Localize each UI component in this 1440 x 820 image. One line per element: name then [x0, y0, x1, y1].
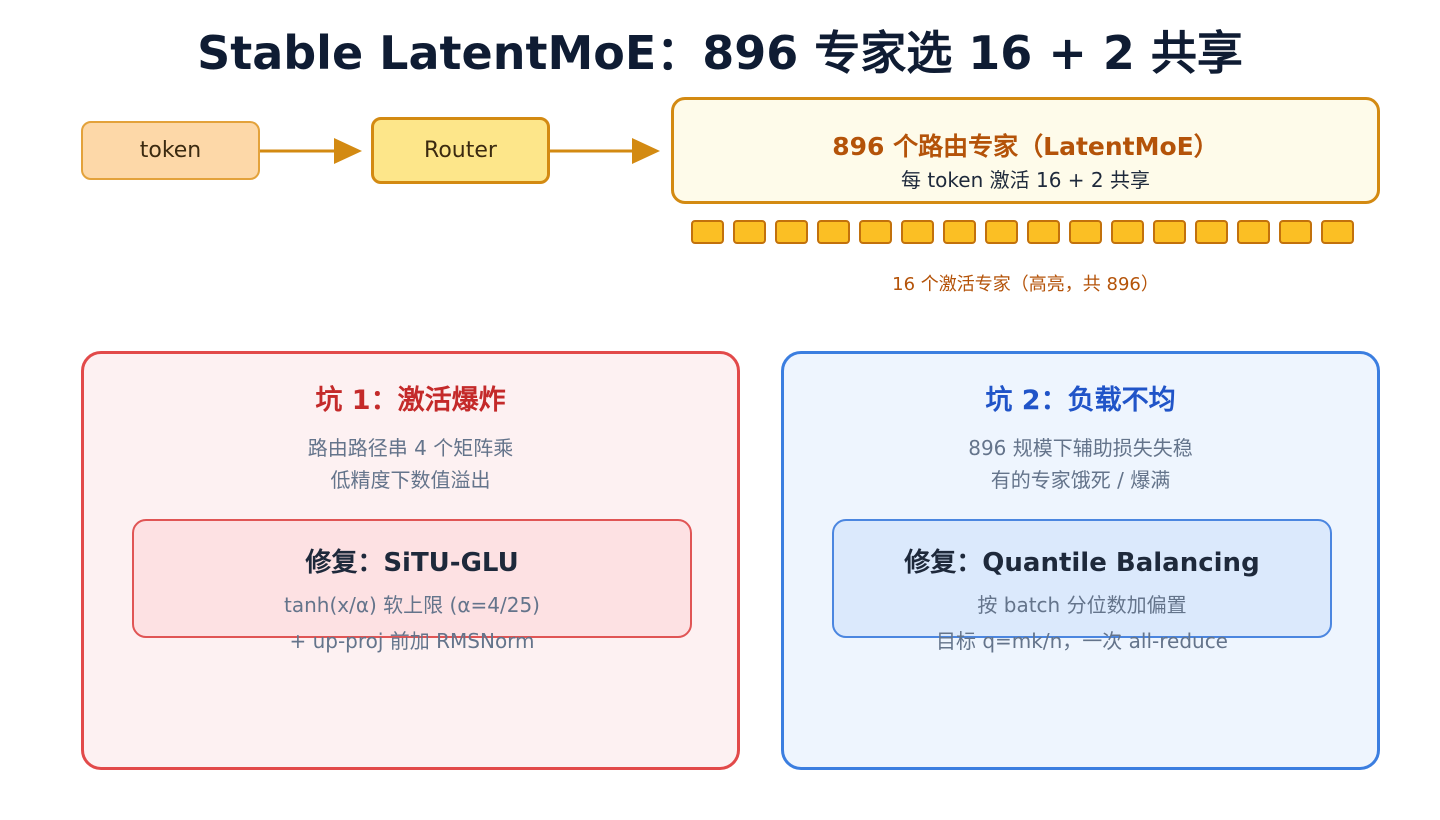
pitfall-2-fix-line: 目标 q=mk/n，一次 all-reduce — [936, 629, 1228, 653]
routed-experts-node: 896 个路由专家（LatentMoE） 每 token 激活 16 + 2 共… — [671, 97, 1380, 204]
token-to-router-arrow — [260, 138, 362, 164]
pitfall-1-title: 坑 1：激活爆炸 — [315, 385, 506, 416]
pitfall-2-title: 坑 2：负载不均 — [985, 385, 1176, 416]
active-expert-chip — [1111, 220, 1144, 244]
token-label: token — [139, 138, 202, 163]
active-expert-chip — [859, 220, 892, 244]
pitfall-1-fix-box: 修复：SiTU-GLU tanh(x/α) 软上限 (α=4/25) + up-… — [132, 519, 692, 653]
active-expert-row — [691, 220, 1355, 244]
active-expert-chip — [985, 220, 1018, 244]
active-expert-chip — [1027, 220, 1060, 244]
pitfall-2-fix-line: 按 batch 分位数加偏置 — [977, 593, 1187, 617]
pitfall-2-panel: 坑 2：负载不均 896 规模下辅助损失失稳 有的专家饿死 / 爆满 修复：Qu… — [781, 351, 1380, 770]
pitfall-1-description-line: 低精度下数值溢出 — [330, 468, 491, 492]
active-expert-caption: 16 个激活专家（高亮，共 896） — [892, 274, 1159, 295]
pitfall-2-fix-title: 修复：Quantile Balancing — [904, 548, 1260, 578]
active-expert-chip — [1237, 220, 1270, 244]
active-expert-chip — [691, 220, 724, 244]
pitfall-1-description-line: 路由路径串 4 个矩阵乘 — [307, 436, 514, 460]
active-expert-chip — [817, 220, 850, 244]
active-expert-chip — [1321, 220, 1354, 244]
router-label: Router — [424, 138, 497, 163]
pitfall-1-fix-line: + up-proj 前加 RMSNorm — [289, 629, 535, 653]
token-node: token — [81, 121, 260, 180]
pitfall-1-fix-title: 修复：SiTU-GLU — [305, 548, 519, 578]
pitfall-2-description: 896 规模下辅助损失失稳 有的专家饿死 / 爆满 — [784, 432, 1377, 496]
active-expert-chip — [775, 220, 808, 244]
pitfall-2-description-line: 有的专家饿死 / 爆满 — [990, 468, 1171, 492]
active-expert-chip — [733, 220, 766, 244]
routed-experts-subtitle: 每 token 激活 16 + 2 共享 — [900, 168, 1150, 192]
active-expert-chip — [1279, 220, 1312, 244]
pitfall-1-fix-description: tanh(x/α) 软上限 (α=4/25) + up-proj 前加 RMSN… — [134, 587, 690, 659]
pitfall-2-fix-description: 按 batch 分位数加偏置 目标 q=mk/n，一次 all-reduce — [834, 587, 1330, 659]
router-to-experts-arrow — [550, 138, 660, 164]
pitfall-1-panel: 坑 1：激活爆炸 路由路径串 4 个矩阵乘 低精度下数值溢出 修复：SiTU-G… — [81, 351, 740, 770]
pitfall-1-description: 路由路径串 4 个矩阵乘 低精度下数值溢出 — [84, 432, 737, 496]
pitfall-2-description-line: 896 规模下辅助损失失稳 — [968, 436, 1193, 460]
active-expert-chip — [1069, 220, 1102, 244]
pitfall-2-fix-box: 修复：Quantile Balancing 按 batch 分位数加偏置 目标 … — [832, 519, 1332, 653]
pitfall-1-fix-line: tanh(x/α) 软上限 (α=4/25) — [284, 593, 540, 617]
router-node: Router — [371, 117, 550, 184]
active-expert-chip — [943, 220, 976, 244]
active-expert-chip — [1195, 220, 1228, 244]
active-expert-chip — [901, 220, 934, 244]
routed-experts-title: 896 个路由专家（LatentMoE） — [832, 132, 1219, 161]
diagram-title: Stable LatentMoE：896 专家选 16 + 2 共享 — [197, 26, 1243, 80]
active-expert-chip — [1153, 220, 1186, 244]
